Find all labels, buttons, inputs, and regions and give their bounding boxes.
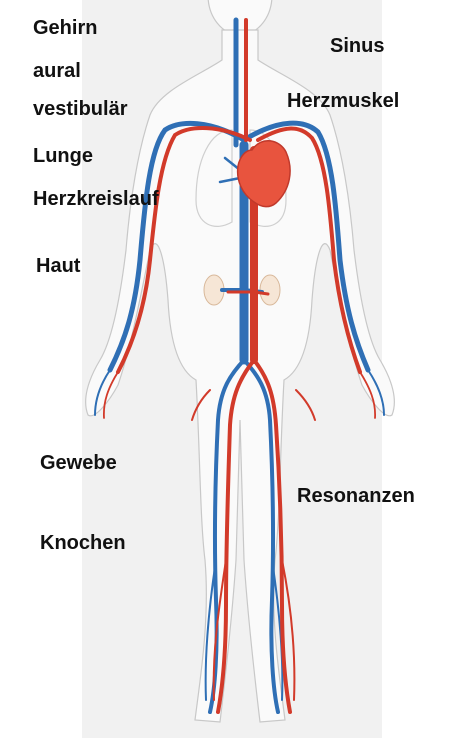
label-lunge: Lunge bbox=[33, 145, 93, 167]
label-haut: Haut bbox=[36, 255, 80, 277]
label-vestibular: vestibulär bbox=[33, 98, 127, 120]
label-resonanzen: Resonanzen bbox=[297, 485, 415, 507]
label-herzmuskel: Herzmuskel bbox=[287, 90, 399, 112]
label-gehirn: Gehirn bbox=[33, 17, 97, 39]
label-gewebe: Gewebe bbox=[40, 452, 117, 474]
label-sinus: Sinus bbox=[330, 35, 384, 57]
label-knochen: Knochen bbox=[40, 532, 126, 554]
label-herzkreislauf: Herzkreislauf bbox=[33, 188, 159, 210]
label-aural: aural bbox=[33, 60, 81, 82]
